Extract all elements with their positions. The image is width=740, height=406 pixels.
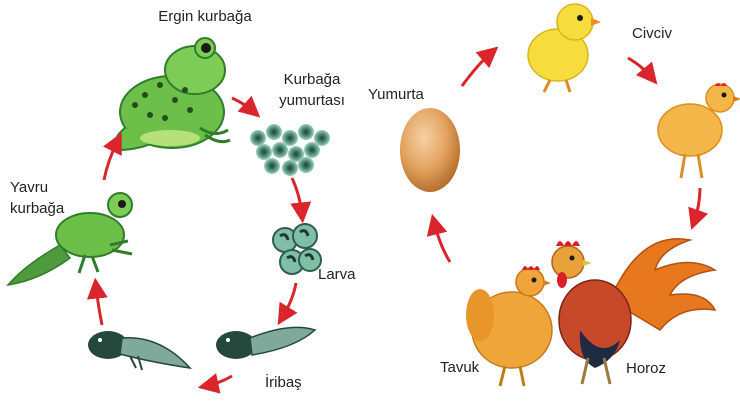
label-young-frog-line1: Yavru — [10, 179, 48, 196]
frog-eggs-icon — [250, 124, 330, 176]
label-frog-eggs-line1: Kurbağa — [272, 71, 352, 88]
label-egg: Yumurta — [368, 86, 424, 103]
chick-icon — [528, 4, 601, 92]
label-young-frog-line2: kurbağa — [10, 200, 64, 217]
label-hen: Tavuk — [440, 359, 479, 376]
label-larva: Larva — [318, 266, 356, 283]
adult-frog-icon — [115, 38, 230, 150]
label-rooster: Horoz — [626, 360, 666, 377]
label-chick: Civciv — [632, 25, 672, 42]
label-tadpole: İribaş — [265, 374, 302, 391]
egg-icon — [400, 108, 460, 192]
label-adult-frog: Ergin kurbağa — [150, 8, 260, 25]
young-chicken-icon — [658, 83, 740, 178]
label-frog-eggs-line2: yumurtası — [272, 92, 352, 109]
tadpole-legs-icon — [88, 331, 190, 370]
larva-icon — [273, 224, 321, 274]
tadpole-icon — [216, 327, 315, 359]
